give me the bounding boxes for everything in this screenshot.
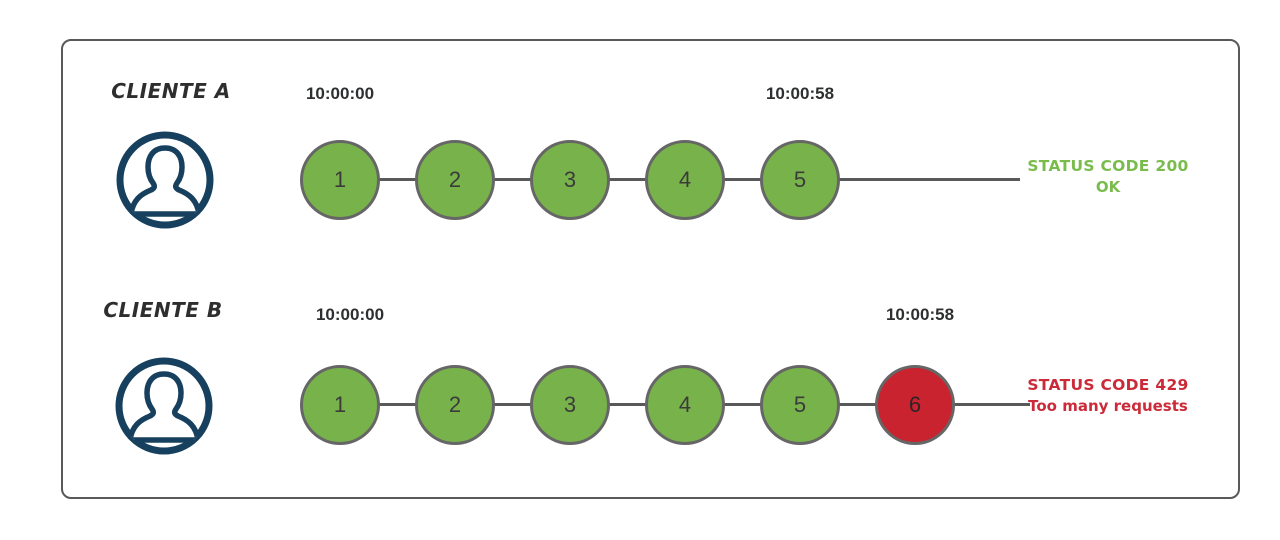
client-a-status: STATUS CODE 200 OK: [1018, 156, 1198, 198]
request-number: 3: [563, 392, 577, 417]
client-b-label: CLIENTE B: [103, 298, 223, 322]
user-avatar-icon: [116, 131, 214, 229]
request-circle-b3: 3: [530, 365, 610, 445]
status-code-text: STATUS CODE 200: [1027, 157, 1189, 175]
client-b-end-timestamp: 10:00:58: [885, 305, 955, 324]
request-number: 4: [678, 167, 692, 192]
request-circle-a4: 4: [645, 140, 725, 220]
request-number: 2: [448, 167, 462, 192]
client-a-end-timestamp: 10:00:58: [765, 84, 835, 103]
request-circle-b5: 5: [760, 365, 840, 445]
request-number: 1: [333, 392, 347, 417]
request-circle-b4: 4: [645, 365, 725, 445]
diagram-frame: [61, 39, 1240, 499]
request-circle-b6-rate-limited: 6: [875, 365, 955, 445]
request-circle-b2: 2: [415, 365, 495, 445]
request-circle-a2: 2: [415, 140, 495, 220]
request-circle-a1: 1: [300, 140, 380, 220]
request-number: 6: [908, 392, 922, 417]
client-b-start-timestamp: 10:00:00: [315, 305, 385, 324]
request-number: 5: [793, 392, 807, 417]
client-b-status: STATUS CODE 429 Too many requests: [1018, 375, 1198, 417]
client-a-start-timestamp: 10:00:00: [305, 84, 375, 103]
status-code-text: STATUS CODE 429: [1027, 376, 1189, 394]
request-number: 3: [563, 167, 577, 192]
status-message-text: OK: [1095, 178, 1121, 196]
request-number: 5: [793, 167, 807, 192]
request-number: 2: [448, 392, 462, 417]
user-avatar-icon: [115, 357, 213, 455]
request-number: 4: [678, 392, 692, 417]
request-number: 1: [333, 167, 347, 192]
status-message-text: Too many requests: [1028, 397, 1188, 415]
request-circle-a5: 5: [760, 140, 840, 220]
request-circle-b1: 1: [300, 365, 380, 445]
request-circle-a3: 3: [530, 140, 610, 220]
client-a-label: CLIENTE A: [111, 79, 231, 103]
